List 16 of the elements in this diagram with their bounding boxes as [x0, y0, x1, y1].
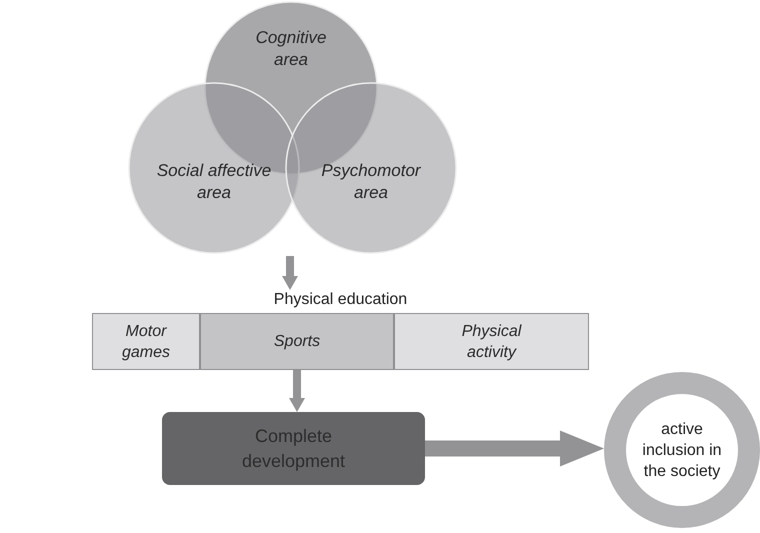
node-label: Cognitive area	[254, 27, 328, 71]
outcome-box	[162, 412, 425, 485]
category-cell	[200, 313, 394, 370]
arrow	[282, 256, 298, 290]
node-label: Sports	[272, 332, 322, 352]
node-label: active inclusion in the society	[642, 420, 722, 482]
node-label: Psychomotor area	[320, 160, 422, 204]
category-cell	[394, 313, 589, 370]
node-label: Complete development	[240, 424, 346, 473]
node-label: Physical education	[274, 290, 408, 310]
arrow	[425, 430, 604, 466]
node-label: Social affective area	[156, 160, 272, 204]
node-label: Motor games	[120, 322, 172, 362]
node-label: Physical activity	[460, 322, 523, 362]
arrow	[289, 370, 305, 412]
category-cell	[92, 313, 200, 370]
